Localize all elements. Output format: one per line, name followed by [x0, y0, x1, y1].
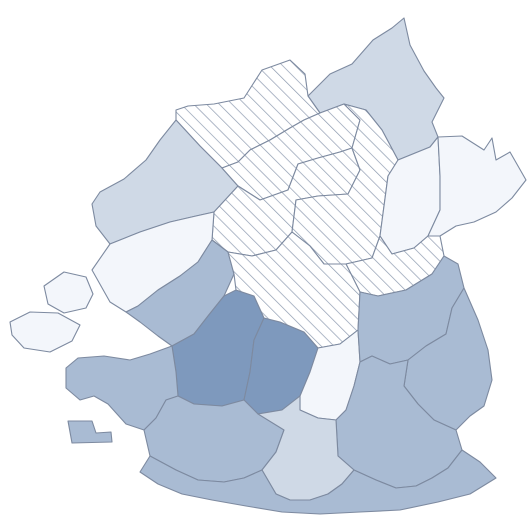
ward-far-east [427, 135, 527, 237]
island-pier [67, 420, 113, 444]
island-south [9, 311, 81, 353]
ward-south-bottom [139, 449, 497, 515]
island-north [43, 271, 94, 314]
